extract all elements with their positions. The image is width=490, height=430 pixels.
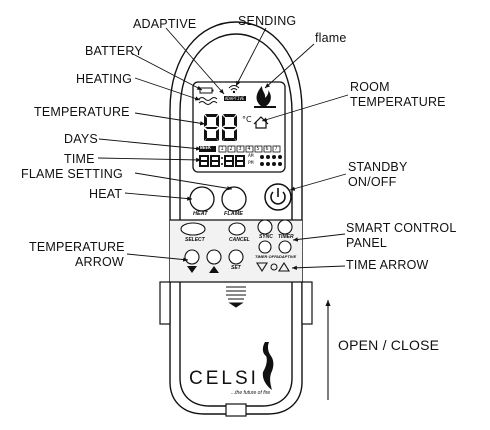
time-up-arrow-icon [278,261,290,272]
lcd-day-7: 7 [274,146,278,152]
week-row [199,145,281,153]
lcd-week-label: WEEK [200,146,211,151]
power-icon [270,188,286,205]
temp-down-button-shape[interactable] [184,249,200,265]
clock-icon [270,263,278,271]
timer-button-shape[interactable] [277,219,293,235]
remote-body [169,21,303,415]
timer-off-button-label: TIMER OFF [255,254,277,259]
left-side-clip [159,281,171,325]
label-time-arrow: TIME ARROW [346,258,429,272]
sending-icon [228,85,240,94]
label-smart-control-2: PANEL [346,236,388,250]
smart-control-panel [170,219,302,283]
leader-lines [97,27,349,270]
lcd-display: °C [192,81,286,173]
lcd-adaptive-tag: ADAPTIVE [225,96,245,101]
label-flame: flame [315,31,347,45]
flame-button-shape[interactable] [221,186,247,212]
grip-slot [226,286,246,308]
label-flame-setting: FLAME SETTING [21,167,123,181]
label-room-temperature-1: ROOM [350,80,390,94]
label-days: DAYS [64,132,98,146]
brand-logo-figure [262,342,274,390]
timer-button-label: TIMER [278,234,294,240]
timer-off-button-shape[interactable] [258,240,272,254]
sync-button-shape[interactable] [257,219,273,235]
flame-icon [256,86,271,106]
cancel-button-label: CANCEL [229,237,250,243]
label-open-close: OPEN / CLOSE [338,337,440,353]
temperature-digits [204,114,237,141]
adaptive-button-shape[interactable] [278,240,292,254]
label-heating: HEATING [76,72,133,86]
temp-up-button-shape[interactable] [206,249,222,265]
brand-name: CELSI [189,368,259,389]
label-room-temperature-2: TEMPERATURE [350,95,446,109]
label-standby-2: ON/OFF [348,175,397,189]
lcd-day-5: 5 [256,146,260,152]
set-button-label: SET [231,265,241,271]
brand-tagline: ...the future of fire [231,390,271,396]
ampm-dots [260,155,282,166]
lcd-pm: PM [248,161,254,166]
label-adaptive: ADAPTIVE [133,17,197,31]
lcd-day-3: 3 [238,146,242,152]
lcd-day-6: 6 [265,146,269,152]
set-button-shape[interactable] [228,249,244,265]
select-button-shape[interactable] [180,222,206,236]
temp-down-arrow-icon [187,266,197,273]
adaptive-button-label: ADAPTIVE [276,254,297,259]
sync-button-label: SYNC [259,234,273,240]
label-temperature: TEMPERATURE [34,105,130,119]
label-smart-control-1: SMART CONTROL [346,221,457,235]
select-button-label: SELECT [185,237,205,243]
label-battery: BATTERY [85,44,143,58]
heating-icon [198,97,218,105]
heat-button-shape[interactable] [189,186,215,212]
adaptive-tag-box [224,96,246,101]
bottom-clip [225,403,247,417]
lcd-day-1: 1 [220,146,224,152]
label-temperature-arrow-1: TEMPERATURE [29,240,125,254]
flame-button-label: FLAME [224,211,243,217]
right-side-clip [301,281,313,325]
room-temperature-icon [253,116,269,129]
label-time: TIME [64,152,95,166]
label-temperature-arrow-2: ARROW [75,255,124,269]
heat-button-label: HEAT [193,211,208,217]
label-standby-1: STANDBY [348,160,408,174]
time-down-arrow-icon [256,262,268,273]
lcd-day-2: 2 [229,146,233,152]
svg-text:°C: °C [242,115,252,124]
cancel-button-shape[interactable] [228,222,246,236]
temp-up-arrow-icon [209,266,219,273]
label-heat: HEAT [89,187,123,201]
label-sending: SENDING [238,14,297,28]
lcd-am: AM [248,154,254,159]
lcd-day-4: 4 [247,146,251,152]
